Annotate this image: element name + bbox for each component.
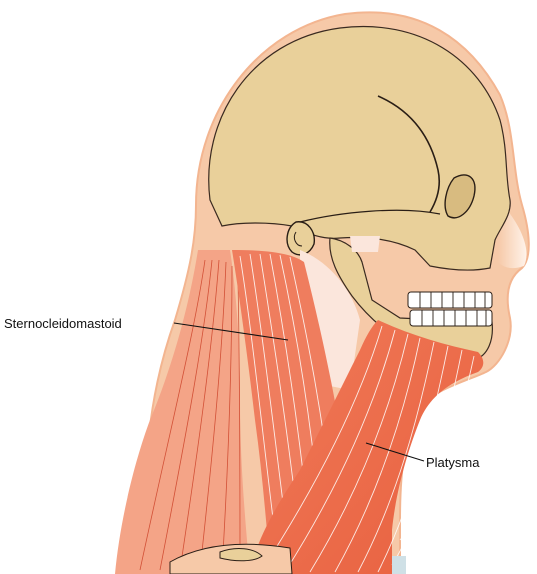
zygomatic-patch: [350, 236, 380, 252]
sternal-notch-tissue: [392, 556, 406, 574]
sternocleidomastoid-label: Sternocleidomastoid: [4, 316, 122, 331]
platysma-label: Platysma: [426, 455, 480, 470]
ear: [287, 222, 314, 255]
